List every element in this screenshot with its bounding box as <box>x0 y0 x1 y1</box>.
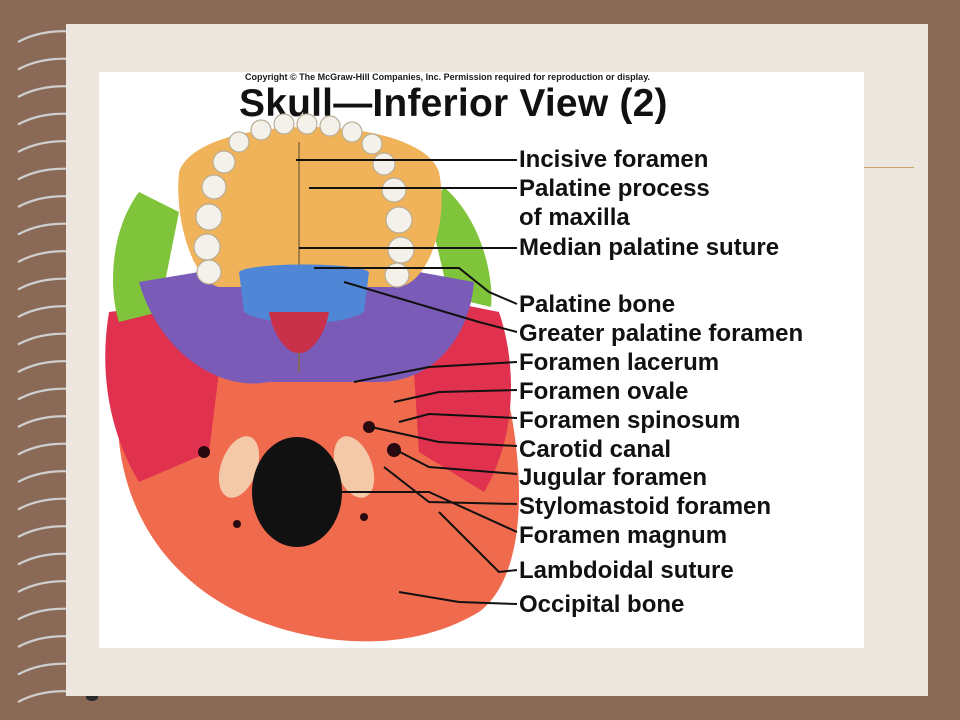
label-of-maxilla: of maxilla <box>519 204 630 231</box>
label-stylomastoid-foramen: Stylomastoid foramen <box>519 493 772 520</box>
palatine-bone-shape <box>239 264 369 324</box>
label-foramen-magnum: Foramen magnum <box>519 522 728 549</box>
label-foramen-spinosum: Foramen spinosum <box>519 407 741 434</box>
teeth <box>193 113 415 288</box>
label-occipital-bone: Occipital bone <box>519 591 685 618</box>
left-condyle <box>218 436 260 498</box>
label-incisive-foramen: Incisive foramen <box>519 146 709 173</box>
label-greater-palatine-foramen: Greater palatine foramen <box>519 320 804 347</box>
copyright-notice: Copyright © The McGraw-Hill Companies, I… <box>245 72 651 82</box>
leader-lines <box>296 159 518 605</box>
label-foramen-lacerum: Foramen lacerum <box>519 349 720 376</box>
label-foramen-ovale: Foramen ovale <box>519 378 689 405</box>
label-carotid-canal: Carotid canal <box>519 436 672 463</box>
decorative-rule <box>864 167 914 168</box>
label-palatine-process: Palatine process <box>519 175 710 202</box>
choanae <box>269 312 329 353</box>
label-jugular-foramen: Jugular foramen <box>519 464 708 491</box>
right-condyle <box>333 436 375 498</box>
skull-illustration <box>105 113 519 642</box>
label-lambdoidal-suture: Lambdoidal suture <box>519 557 734 584</box>
foramen-magnum-shape <box>252 437 342 547</box>
label-median-palatine-suture: Median palatine suture <box>519 234 780 261</box>
diagram-canvas: Copyright © The McGraw-Hill Companies, I… <box>99 72 864 648</box>
label-palatine-bone: Palatine bone <box>519 291 676 318</box>
